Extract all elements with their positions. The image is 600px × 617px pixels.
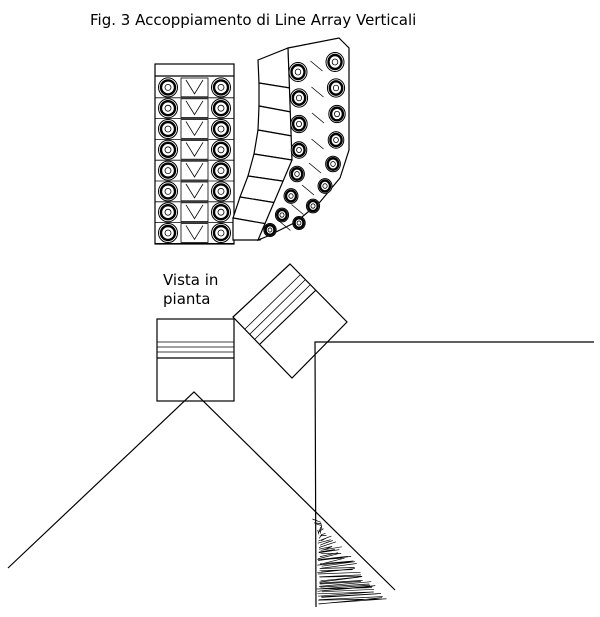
coverage-lines <box>7 341 594 608</box>
plan-label-line1: Vista in <box>163 271 218 289</box>
coverage-overlap-hatch <box>312 518 387 605</box>
horn-icon <box>180 223 209 243</box>
horn-icon <box>180 98 209 119</box>
horn-icon <box>180 77 209 98</box>
figure-title: Fig. 3 Accoppiamento di Line Array Verti… <box>90 11 416 29</box>
curved-array-drivers <box>263 52 346 238</box>
plan-view-cabinet-straight <box>156 318 235 402</box>
horn-icon <box>180 181 209 202</box>
curved-array <box>232 37 350 242</box>
horn-icon <box>180 139 209 160</box>
plan-view-cabinet-rotated <box>232 263 348 379</box>
horn-icon <box>180 119 209 139</box>
plan-label-line2: pianta <box>163 290 210 308</box>
front-array-cabinets <box>155 77 234 244</box>
hatch-scribble <box>312 518 387 605</box>
horn-icon <box>180 202 209 223</box>
front-array <box>154 63 235 245</box>
horn-icon <box>180 160 209 181</box>
